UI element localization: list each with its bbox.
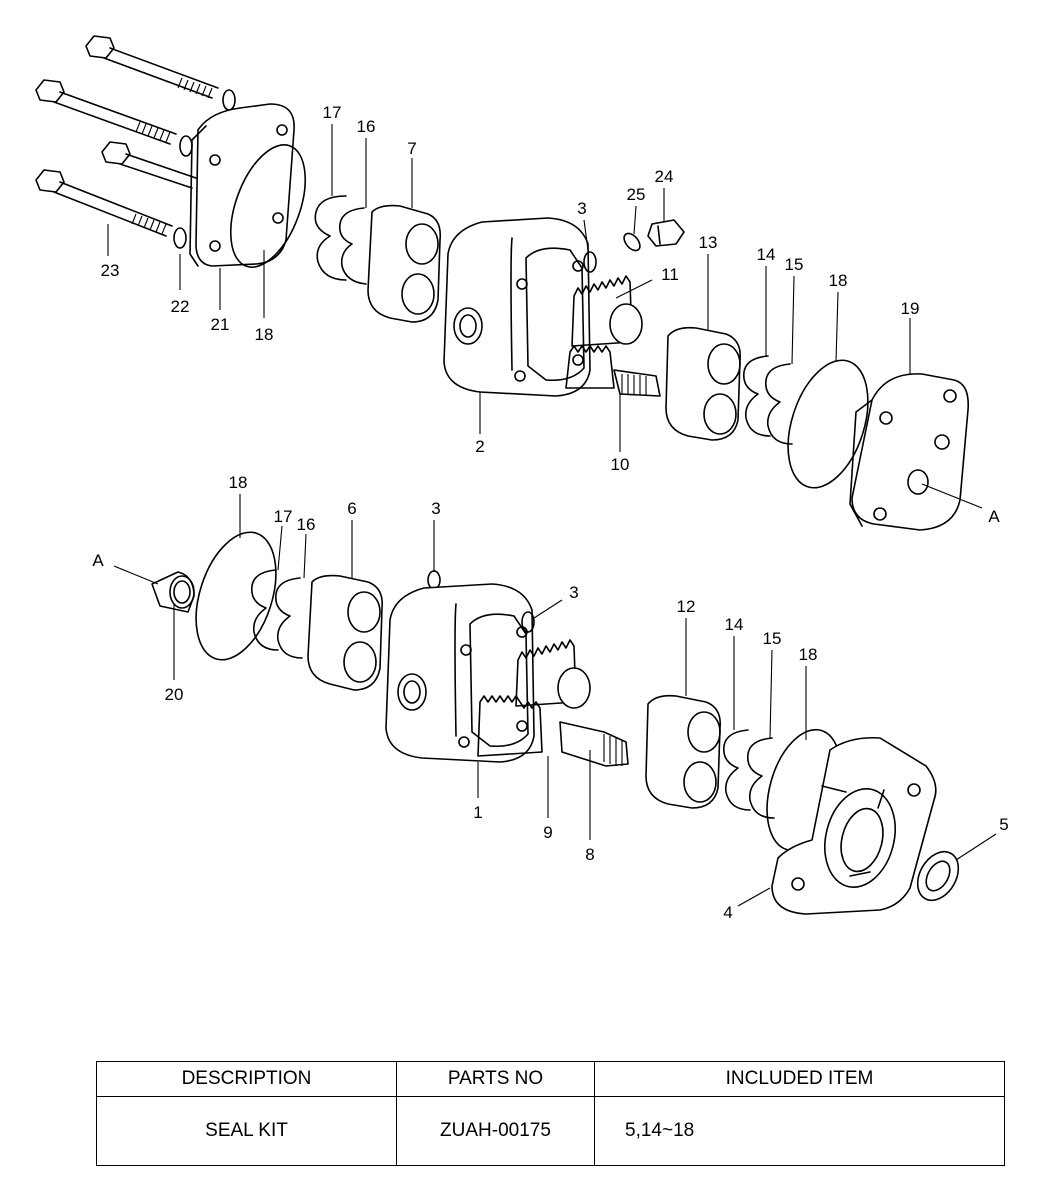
lower-housing-1 bbox=[385, 570, 535, 763]
lower-mounting-flange-4 bbox=[771, 736, 937, 915]
callout-2: 2 bbox=[475, 437, 484, 456]
callout-15: 15 bbox=[785, 255, 804, 274]
callout-16: 16 bbox=[357, 117, 376, 136]
upper-oring-plug bbox=[623, 219, 685, 252]
callout-4: 4 bbox=[723, 903, 732, 922]
callout-10: 10 bbox=[611, 455, 630, 474]
callout-13: 13 bbox=[699, 233, 718, 252]
upper-front-seals bbox=[742, 355, 869, 489]
lower-needle-bearing-20 bbox=[151, 571, 195, 613]
header-parts-no: PARTS NO bbox=[396, 1061, 595, 1097]
callout-20: 20 bbox=[165, 685, 184, 704]
lower-oil-seal-5 bbox=[916, 850, 960, 902]
callout-12: 12 bbox=[677, 597, 696, 616]
lower-gears bbox=[477, 639, 629, 767]
upper-back-seals bbox=[314, 195, 367, 285]
callout-19: 19 bbox=[901, 299, 920, 318]
callout-a: A bbox=[988, 507, 1000, 526]
leader-lines bbox=[107, 124, 997, 907]
upper-bushing-7 bbox=[367, 204, 442, 323]
callout-3: 3 bbox=[431, 499, 440, 518]
callout-18: 18 bbox=[799, 645, 818, 664]
callout-labels: 23 22 21 18 17 16 7 3 25 24 11 2 10 13 1… bbox=[92, 103, 1008, 922]
callout-22: 22 bbox=[171, 297, 190, 316]
callout-25: 25 bbox=[627, 185, 646, 204]
callout-14: 14 bbox=[725, 615, 744, 634]
callout-9: 9 bbox=[543, 823, 552, 842]
lower-gasket-18 bbox=[195, 531, 277, 661]
callout-1: 1 bbox=[473, 803, 482, 822]
callout-18: 18 bbox=[255, 325, 274, 344]
upper-gears bbox=[565, 275, 661, 397]
cell-parts-no: ZUAH-00175 bbox=[396, 1096, 595, 1166]
table-row: SEAL KIT ZUAH-00175 5,14~18 bbox=[96, 1096, 1005, 1166]
callout-18: 18 bbox=[829, 271, 848, 290]
callout-17: 17 bbox=[274, 507, 293, 526]
callout-a: A bbox=[92, 551, 104, 570]
callout-17: 17 bbox=[323, 103, 342, 122]
lower-bushing-6 bbox=[307, 574, 384, 691]
upper-housing-2 bbox=[443, 217, 597, 397]
lower-bushing-12 bbox=[645, 694, 722, 809]
callout-16: 16 bbox=[297, 515, 316, 534]
callout-7: 7 bbox=[407, 139, 416, 158]
callout-18: 18 bbox=[229, 473, 248, 492]
callout-24: 24 bbox=[655, 167, 674, 186]
upper-bushing-13 bbox=[665, 326, 742, 441]
callout-15: 15 bbox=[763, 629, 782, 648]
callout-5: 5 bbox=[999, 815, 1008, 834]
header-description: DESCRIPTION bbox=[96, 1061, 397, 1097]
upper-cover-plate bbox=[189, 103, 306, 268]
callout-8: 8 bbox=[585, 845, 594, 864]
upper-bolts bbox=[35, 35, 236, 249]
callout-23: 23 bbox=[101, 261, 120, 280]
exploded-parts-diagram: 23 22 21 18 17 16 7 3 25 24 11 2 10 13 1… bbox=[35, 35, 1009, 922]
cell-description: SEAL KIT bbox=[96, 1096, 397, 1166]
callout-3: 3 bbox=[569, 583, 578, 602]
callout-6: 6 bbox=[347, 499, 356, 518]
header-included-item: INCLUDED ITEM bbox=[594, 1061, 1005, 1097]
callout-11: 11 bbox=[661, 265, 679, 284]
cell-included-item: 5,14~18 bbox=[594, 1096, 1005, 1166]
callout-14: 14 bbox=[757, 245, 776, 264]
table-header-row: DESCRIPTION PARTS NO INCLUDED ITEM bbox=[96, 1061, 1005, 1097]
seal-kit-table: DESCRIPTION PARTS NO INCLUDED ITEM SEAL … bbox=[96, 1061, 1005, 1166]
callout-21: 21 bbox=[211, 315, 230, 334]
lower-back-seals bbox=[250, 569, 303, 659]
callout-3: 3 bbox=[577, 199, 586, 218]
